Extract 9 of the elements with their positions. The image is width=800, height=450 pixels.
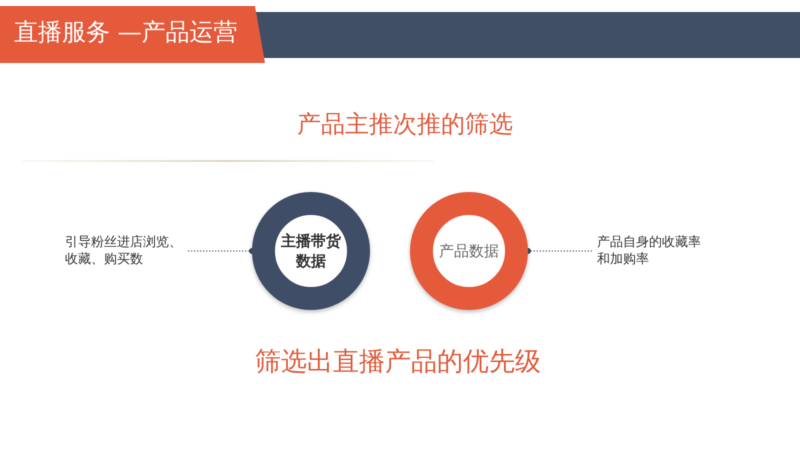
heading: 产品主推次推的筛选 xyxy=(297,109,513,140)
heading: 筛选出直播产品的优先级 xyxy=(255,346,541,379)
slide-title: 直播服务 —产品运营 xyxy=(14,17,238,48)
node-label: 主播带货数据 xyxy=(280,231,342,271)
node-label: 产品数据 xyxy=(438,241,500,261)
leader-line xyxy=(525,248,592,254)
annotation-text: 产品自身的收藏率和加购率 xyxy=(597,234,709,268)
annotation-text: 引导粉丝进店浏览、收藏、购买数 xyxy=(65,234,185,268)
leader-line xyxy=(188,248,255,254)
